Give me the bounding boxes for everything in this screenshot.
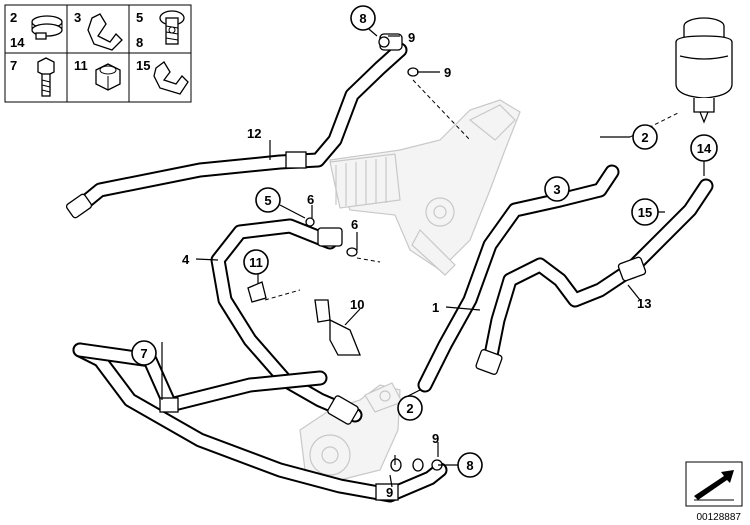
callout-number: 3 bbox=[553, 182, 560, 197]
legend-number: 5 bbox=[136, 10, 143, 25]
bracket-clip-icon bbox=[87, 13, 123, 51]
legend-number: 3 bbox=[74, 10, 81, 25]
hose-1 bbox=[417, 164, 620, 393]
callout-number: 11 bbox=[249, 255, 263, 270]
callout-8-top: 8 bbox=[350, 5, 376, 31]
callout-number: 5 bbox=[264, 193, 271, 208]
hose-clamp-icon bbox=[31, 15, 63, 40]
callout-number: 14 bbox=[697, 141, 712, 156]
callout-9-fourth: 9 bbox=[386, 485, 393, 500]
callout-5: 5 bbox=[255, 187, 281, 213]
callout-2-right: 2 bbox=[632, 124, 658, 150]
banjo-fittings bbox=[305, 33, 443, 472]
callout-number: 15 bbox=[638, 205, 652, 220]
callout-number: 2 bbox=[641, 130, 648, 145]
callout-9-top: 9 bbox=[408, 30, 415, 45]
callout-10: 10 bbox=[350, 297, 364, 312]
callout-9-third: 9 bbox=[432, 431, 439, 446]
callout-3: 3 bbox=[544, 176, 570, 202]
fluid-reservoir bbox=[675, 17, 733, 124]
direction-logo bbox=[685, 461, 743, 507]
callout-4: 4 bbox=[182, 252, 190, 267]
hex-nut-icon bbox=[95, 63, 121, 91]
callout-number: 2 bbox=[406, 401, 413, 416]
callout-13: 13 bbox=[637, 296, 651, 311]
legend-number: 2 bbox=[10, 10, 17, 25]
legend-number: 15 bbox=[136, 58, 150, 73]
callout-7: 7 bbox=[131, 340, 157, 366]
hose-3-15 bbox=[475, 178, 714, 375]
legend-grid: 2 14 3 5 8 7 bbox=[4, 4, 192, 103]
callout-6-second: 6 bbox=[351, 217, 358, 232]
double-clip-icon bbox=[153, 61, 189, 95]
legend-number: 11 bbox=[74, 58, 88, 73]
callout-number: 8 bbox=[466, 458, 473, 473]
callout-2-bottom: 2 bbox=[397, 395, 423, 421]
legend-number: 7 bbox=[10, 58, 17, 73]
callout-6-first: 6 bbox=[307, 192, 314, 207]
return-line bbox=[72, 342, 448, 503]
hose-12 bbox=[65, 42, 408, 219]
callout-number: 8 bbox=[359, 11, 366, 26]
hex-bolt-icon bbox=[37, 57, 55, 97]
bracket-11 bbox=[247, 281, 267, 303]
callout-14: 14 bbox=[690, 134, 718, 162]
callout-15: 15 bbox=[631, 198, 659, 226]
callout-1: 1 bbox=[432, 300, 439, 315]
bracket-10 bbox=[314, 299, 361, 356]
legend-number: 8 bbox=[136, 35, 143, 50]
callout-12: 12 bbox=[247, 126, 261, 141]
callout-number: 7 bbox=[140, 346, 147, 361]
callout-11: 11 bbox=[243, 249, 269, 275]
image-number: 00128887 bbox=[697, 512, 742, 523]
hose-4 bbox=[210, 218, 363, 425]
banjo-bolt-icon bbox=[159, 10, 185, 45]
legend-number: 14 bbox=[10, 35, 25, 50]
steering-gear-ghost bbox=[329, 99, 521, 276]
callout-9-second: 9 bbox=[444, 65, 451, 80]
callout-8-bottom: 8 bbox=[457, 452, 483, 478]
